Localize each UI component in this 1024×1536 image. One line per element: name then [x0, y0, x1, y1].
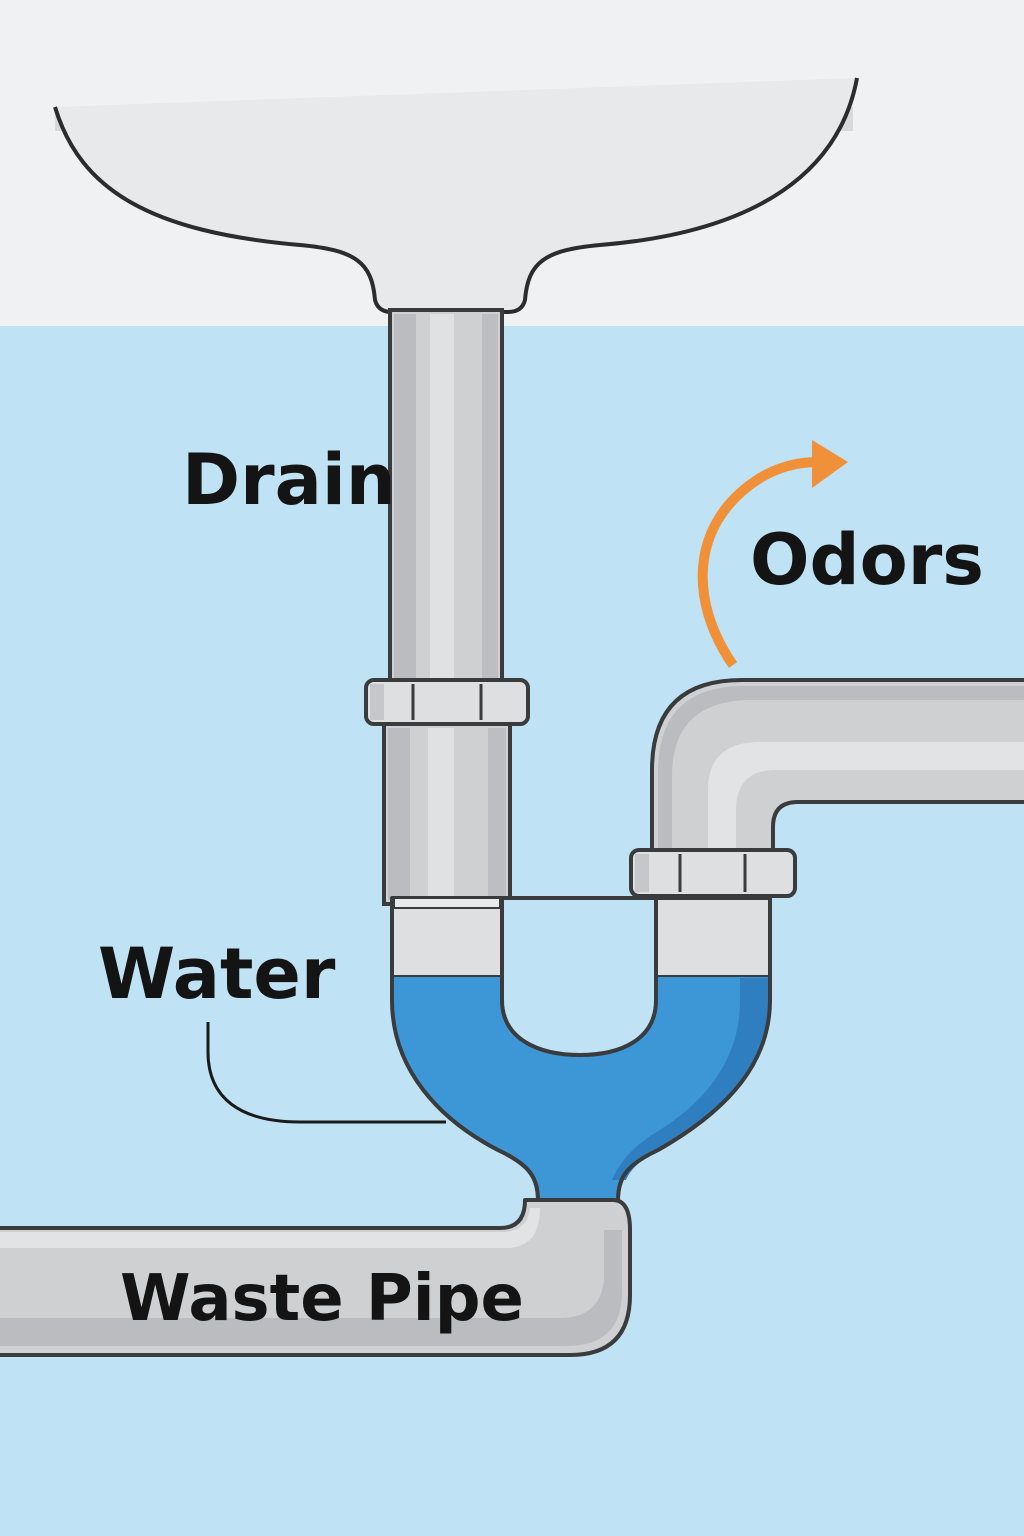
- trap-slip-nut: [629, 848, 797, 898]
- sink-basin: [53, 77, 859, 314]
- trap-water: [392, 976, 770, 1200]
- odor-arrow: [697, 440, 848, 668]
- odors-label: Odors: [750, 519, 984, 601]
- drain-pipe: [388, 308, 504, 692]
- trap-bend: [390, 896, 772, 1202]
- odor-arrowhead: [812, 440, 848, 488]
- drain-slip-nut: [364, 678, 530, 726]
- water-leader-line: [206, 1022, 446, 1124]
- outlet-pipe: [650, 678, 1024, 862]
- water-label: Water: [98, 933, 336, 1015]
- waste-pipe: [0, 1198, 632, 1357]
- tailpiece: [382, 722, 512, 906]
- drain-label: Drain: [182, 439, 396, 521]
- waste-pipe-label: Waste Pipe: [120, 1262, 524, 1336]
